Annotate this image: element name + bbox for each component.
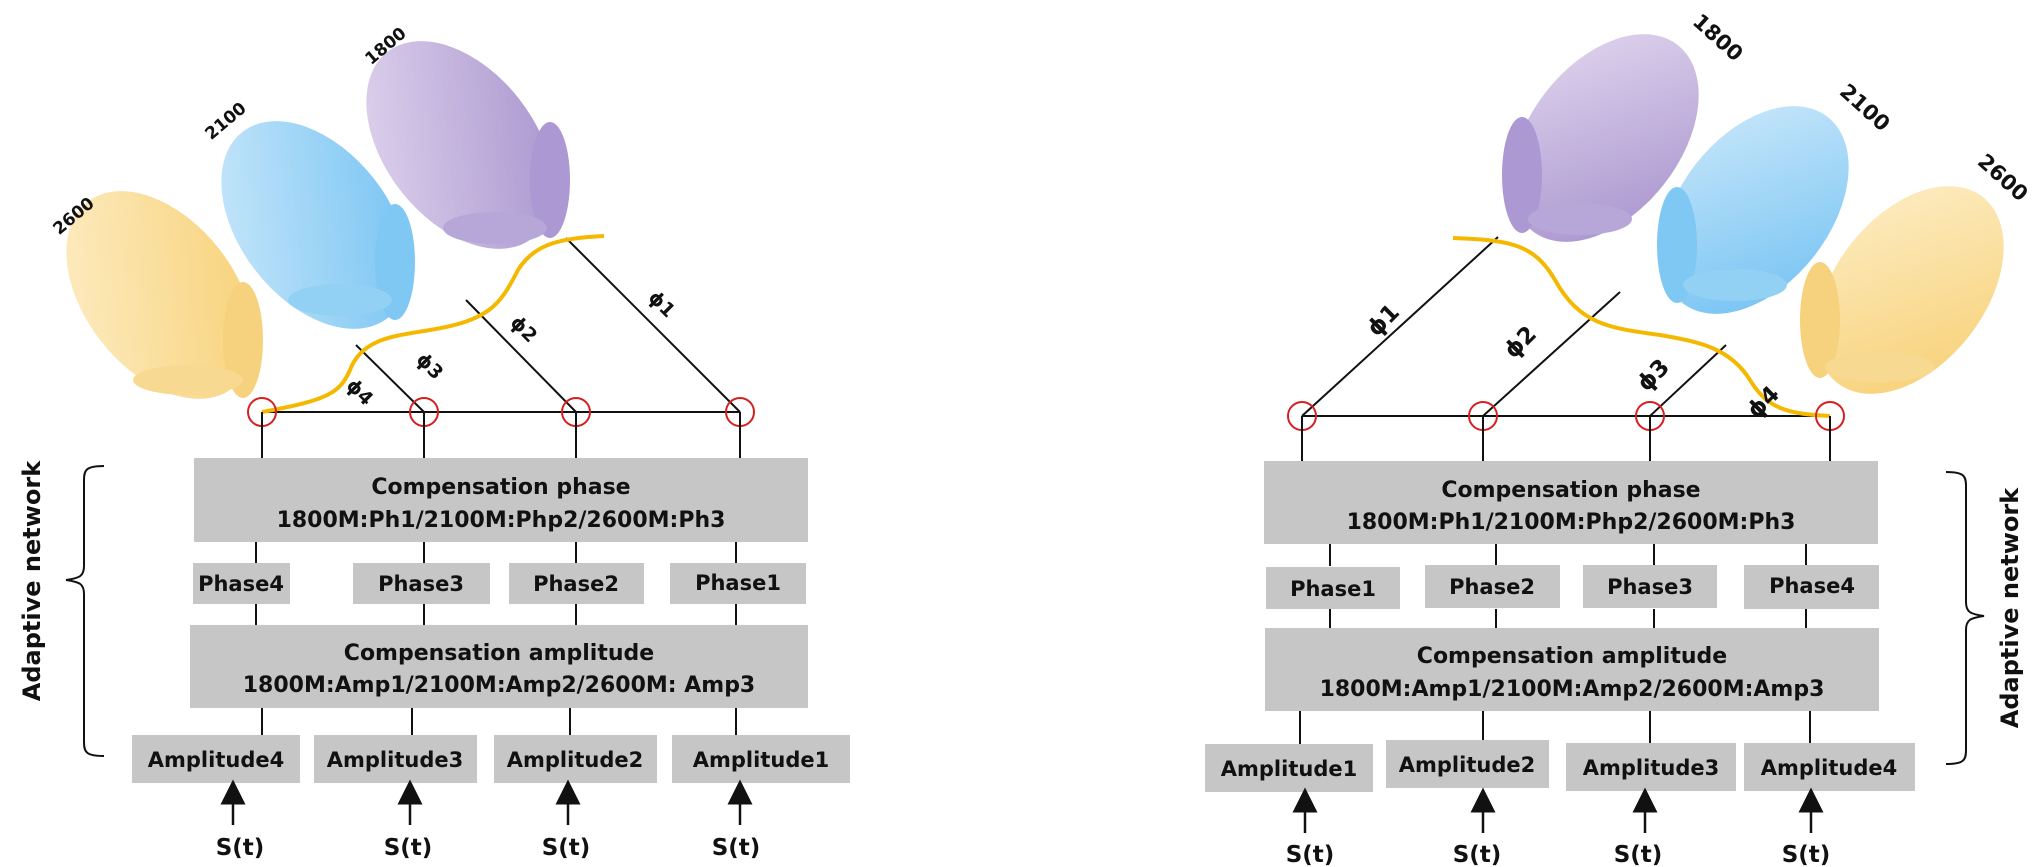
wavefront-right xyxy=(1452,236,1831,418)
compensation-amplitude-box-left xyxy=(190,625,808,708)
band-label-2100-right: 2100 xyxy=(1835,79,1894,136)
phase-box-left-1 xyxy=(193,563,290,604)
lobe-2100-right xyxy=(1657,106,1849,314)
compensation-phase-title-right: Compensation phase xyxy=(1441,478,1700,503)
phase-line-3-left xyxy=(355,344,425,413)
compensation-amplitude-detail-right: 1800M:Amp1/2100M:Amp2/2600M:Amp3 xyxy=(1320,677,1825,702)
signal-label-left-1: S(t) xyxy=(216,835,265,861)
adaptive-network-label-right: Adaptive network xyxy=(1996,487,2024,728)
input-arrows-left xyxy=(220,779,753,825)
signal-label-left-4: S(t) xyxy=(712,835,761,861)
wavefront-left xyxy=(261,234,605,414)
phase-box-right-3 xyxy=(1583,565,1717,608)
lobe-1800-left xyxy=(366,41,570,249)
phi4-label-left: ϕ4 xyxy=(342,375,378,411)
compensation-phase-title-left: Compensation phase xyxy=(371,475,630,500)
signal-label-left-3: S(t) xyxy=(542,835,591,861)
compensation-amplitude-box-right xyxy=(1265,628,1879,711)
phase-box-left-4 xyxy=(670,563,806,604)
amplitude-box-right-1 xyxy=(1205,744,1373,792)
phase-box-left-3 xyxy=(509,563,644,604)
amplitude-box-left-2 xyxy=(314,735,477,783)
left-panel: 1800 2100 2600 ϕ1 ϕ2 ϕ3 ϕ4 xyxy=(18,24,850,861)
phase-line-2-left xyxy=(465,299,577,413)
phi2-label-left: ϕ2 xyxy=(506,312,542,348)
signal-label-right-2: S(t) xyxy=(1453,842,1502,867)
phase-label-right-1: Phase1 xyxy=(1290,577,1376,601)
amplitude-box-left-3 xyxy=(494,735,657,783)
compensation-amplitude-title-right: Compensation amplitude xyxy=(1417,644,1727,669)
signal-label-right-3: S(t) xyxy=(1614,842,1663,867)
connectors-left xyxy=(255,412,741,735)
phi1-label-right: ϕ1 xyxy=(1362,299,1405,342)
amplitude-label-right-4: Amplitude4 xyxy=(1761,756,1897,780)
phase-box-right-1 xyxy=(1266,567,1400,609)
phase-box-right-2 xyxy=(1425,565,1560,608)
phase-label-left-3: Phase2 xyxy=(533,572,619,596)
phase-label-left-1: Phase4 xyxy=(198,572,284,596)
adaptive-network-label-left: Adaptive network xyxy=(18,460,46,701)
lobe-2600-right xyxy=(1800,186,2004,394)
signal-label-right-1: S(t) xyxy=(1286,842,1335,867)
phase-box-left-2 xyxy=(353,563,490,604)
phase-line-3-right xyxy=(1649,344,1727,417)
compensation-phase-detail-right: 1800M:Ph1/2100M:Php2/2600M:Ph3 xyxy=(1347,510,1796,535)
compensation-phase-box-right xyxy=(1264,461,1878,544)
band-label-1800-right: 1800 xyxy=(1688,9,1747,66)
compensation-amplitude-detail-left: 1800M:Amp1/2100M:Amp2/2600M: Amp3 xyxy=(243,673,756,698)
phase-label-left-2: Phase3 xyxy=(378,572,464,596)
phase-label-right-4: Phase4 xyxy=(1769,574,1855,598)
phase-line-1-right xyxy=(1301,236,1499,417)
phase-label-right-3: Phase3 xyxy=(1607,575,1693,599)
phase-label-left-4: Phase1 xyxy=(695,571,781,595)
connectors-right xyxy=(1299,416,1831,744)
amplitude-box-right-2 xyxy=(1386,740,1549,788)
phi4-label-right: ϕ4 xyxy=(1742,381,1785,424)
signal-label-right-4: S(t) xyxy=(1782,842,1831,867)
right-panel: 1800 2100 2600 ϕ1 ϕ2 ϕ3 ϕ4 xyxy=(1205,9,2032,867)
phase-line-2-right xyxy=(1482,291,1621,417)
compensation-amplitude-title-left: Compensation amplitude xyxy=(344,641,654,666)
input-arrows-right xyxy=(1292,787,1824,833)
phi1-label-left: ϕ1 xyxy=(644,287,680,323)
amplitude-label-left-2: Amplitude3 xyxy=(327,748,463,772)
brace-left xyxy=(65,465,105,757)
phi3-label-right: ϕ3 xyxy=(1632,354,1675,397)
phase-label-right-2: Phase2 xyxy=(1449,575,1535,599)
lobe-2100-left xyxy=(221,121,415,329)
compensation-phase-box-left xyxy=(194,458,808,542)
phase-line-1-left xyxy=(565,237,741,413)
signal-label-left-2: S(t) xyxy=(384,835,433,861)
amplitude-label-right-3: Amplitude3 xyxy=(1583,756,1719,780)
amplitude-label-left-3: Amplitude2 xyxy=(507,748,643,772)
amplitude-box-left-4 xyxy=(672,735,850,783)
amplitude-box-left-1 xyxy=(132,735,300,783)
brace-right xyxy=(1945,471,1985,765)
amplitude-box-right-4 xyxy=(1744,743,1915,791)
amplitude-label-right-1: Amplitude1 xyxy=(1221,757,1357,781)
amplitude-label-left-4: Amplitude1 xyxy=(693,748,829,772)
phi2-label-right: ϕ2 xyxy=(1499,321,1542,364)
amplitude-label-right-2: Amplitude2 xyxy=(1399,753,1535,777)
compensation-phase-detail-left: 1800M:Ph1/2100M:Php2/2600M:Ph3 xyxy=(277,508,726,533)
amplitude-label-left-1: Amplitude4 xyxy=(148,748,284,772)
amplitude-box-right-3 xyxy=(1566,743,1736,791)
phase-box-right-4 xyxy=(1744,565,1879,609)
lobe-1800-right xyxy=(1502,34,1699,242)
lobe-2600-left xyxy=(66,191,263,399)
phi3-label-left: ϕ3 xyxy=(412,349,448,385)
